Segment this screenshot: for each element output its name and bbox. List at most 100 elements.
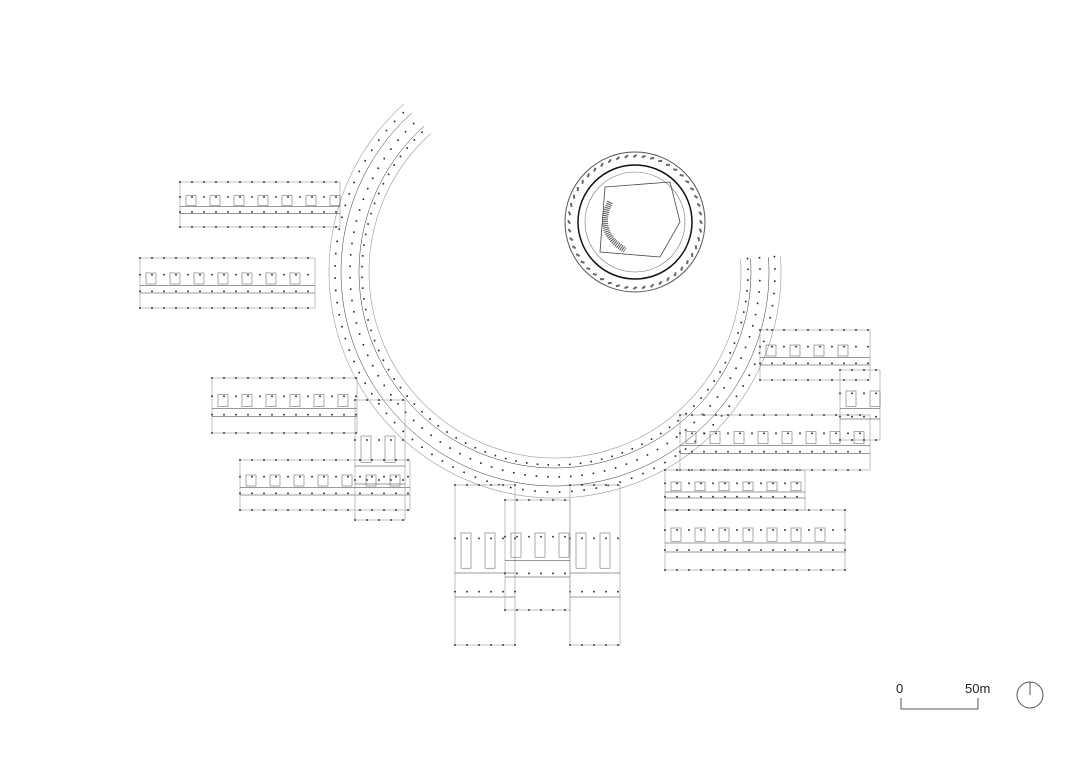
column <box>771 362 773 365</box>
column <box>775 414 777 416</box>
column <box>287 196 289 198</box>
column <box>736 549 738 551</box>
room <box>265 272 277 285</box>
column <box>646 454 649 456</box>
column <box>703 432 705 435</box>
column <box>151 257 153 259</box>
column <box>590 460 592 463</box>
column <box>783 379 785 381</box>
room <box>757 431 769 444</box>
column <box>831 345 833 348</box>
column <box>393 378 396 380</box>
column <box>263 492 265 495</box>
column <box>211 432 213 434</box>
column <box>378 139 380 142</box>
column <box>771 345 773 348</box>
column <box>378 479 380 481</box>
column <box>378 402 380 405</box>
column <box>299 226 301 228</box>
column <box>227 196 229 198</box>
column <box>323 459 325 461</box>
column <box>439 441 442 443</box>
column <box>223 273 225 276</box>
column <box>215 211 217 213</box>
column <box>348 193 351 195</box>
room <box>145 272 157 285</box>
column <box>295 273 297 276</box>
column <box>203 226 205 228</box>
column <box>239 475 241 478</box>
column <box>766 328 769 331</box>
room <box>766 481 778 492</box>
column <box>275 226 277 228</box>
column <box>235 377 237 379</box>
column <box>763 432 765 435</box>
column <box>715 432 717 435</box>
column <box>775 450 777 453</box>
column <box>772 469 774 471</box>
column <box>263 181 265 183</box>
column <box>247 290 249 293</box>
column <box>271 432 273 434</box>
column <box>287 226 289 228</box>
room <box>169 272 181 285</box>
column <box>787 450 789 453</box>
column <box>355 322 358 324</box>
north-arrow-icon <box>1016 681 1044 709</box>
column <box>617 590 619 593</box>
column <box>239 196 241 198</box>
column <box>358 371 361 374</box>
column <box>855 362 857 365</box>
facade-fin <box>689 187 695 191</box>
room <box>341 474 353 487</box>
column <box>534 490 536 492</box>
column <box>547 476 549 478</box>
column <box>355 413 357 416</box>
facade-fin <box>567 219 571 225</box>
facade-fin <box>641 154 646 159</box>
column <box>753 363 756 366</box>
column <box>676 529 678 531</box>
column <box>263 226 265 228</box>
column <box>771 304 774 307</box>
column <box>820 529 822 531</box>
column <box>769 316 771 319</box>
column <box>351 242 353 245</box>
column <box>366 187 369 190</box>
column <box>621 452 624 454</box>
column <box>619 481 621 483</box>
column <box>712 549 714 551</box>
column <box>855 379 857 381</box>
column <box>395 509 397 511</box>
column <box>641 443 643 446</box>
column <box>395 459 397 461</box>
column <box>363 298 365 300</box>
column <box>199 290 201 293</box>
facade-fin <box>624 154 629 159</box>
column <box>688 569 690 571</box>
room <box>845 390 857 407</box>
column <box>759 345 761 348</box>
column <box>650 438 653 440</box>
column <box>353 311 355 313</box>
column <box>546 491 549 493</box>
column <box>287 509 289 511</box>
room <box>289 394 301 407</box>
column <box>746 290 748 292</box>
column <box>478 484 480 486</box>
column <box>747 279 749 281</box>
column <box>855 329 857 331</box>
facade-fin <box>567 211 572 216</box>
column <box>179 196 181 198</box>
facade-fin <box>685 180 690 184</box>
column <box>760 509 762 511</box>
column <box>795 379 797 381</box>
column <box>844 549 846 551</box>
column <box>631 448 634 450</box>
column <box>287 492 289 495</box>
column <box>700 509 702 511</box>
column <box>700 549 702 551</box>
column <box>311 459 313 461</box>
column <box>364 233 367 236</box>
pitch-outline <box>599 181 681 258</box>
